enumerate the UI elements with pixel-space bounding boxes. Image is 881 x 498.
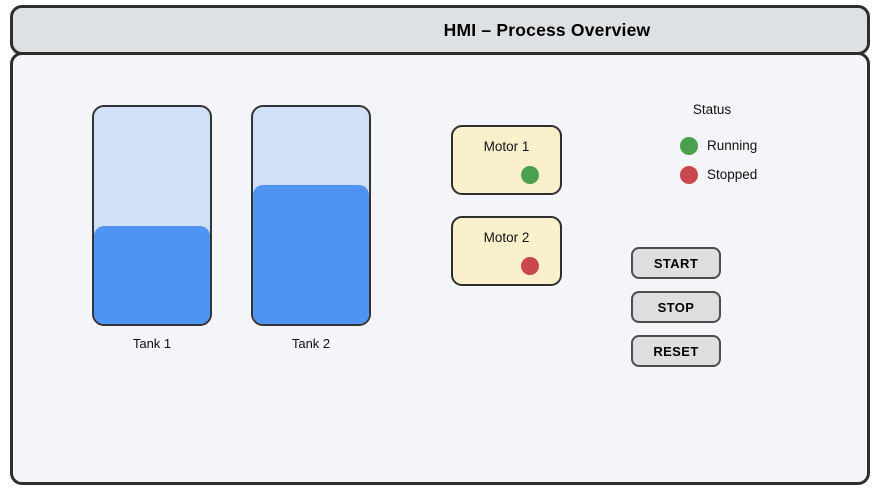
motor-2-card: Motor 2 — [451, 216, 562, 286]
legend-stopped-label: Stopped — [707, 167, 758, 182]
title-bar: HMI – Process Overview — [10, 5, 870, 55]
status-legend-title: Status — [692, 102, 732, 117]
page-title: HMI – Process Overview — [443, 19, 651, 40]
motor-2-label: Motor 2 — [483, 230, 530, 245]
tank-1 — [92, 105, 212, 326]
stop-button[interactable]: STOP — [631, 291, 721, 323]
tank-1-label: Tank 1 — [132, 336, 172, 351]
legend-item-running: Running — [680, 137, 757, 155]
running-dot-icon — [680, 137, 698, 155]
stopped-dot-icon — [680, 166, 698, 184]
tank-2-label: Tank 2 — [291, 336, 331, 351]
tank-2-fill-level — [253, 185, 369, 324]
reset-button[interactable]: RESET — [631, 335, 721, 367]
legend-running-label: Running — [707, 138, 758, 153]
main-panel: Tank 1 Tank 2 Motor 1 Motor 2 Status Run… — [10, 52, 870, 485]
motor-1-label: Motor 1 — [483, 139, 530, 154]
motor-1-card: Motor 1 — [451, 125, 562, 195]
legend-item-stopped: Stopped — [680, 166, 757, 184]
start-button[interactable]: START — [631, 247, 721, 279]
motor-2-status-indicator-icon — [521, 257, 539, 275]
tank-2 — [251, 105, 371, 326]
tank-1-fill-level — [94, 226, 210, 324]
motor-1-status-indicator-icon — [521, 166, 539, 184]
